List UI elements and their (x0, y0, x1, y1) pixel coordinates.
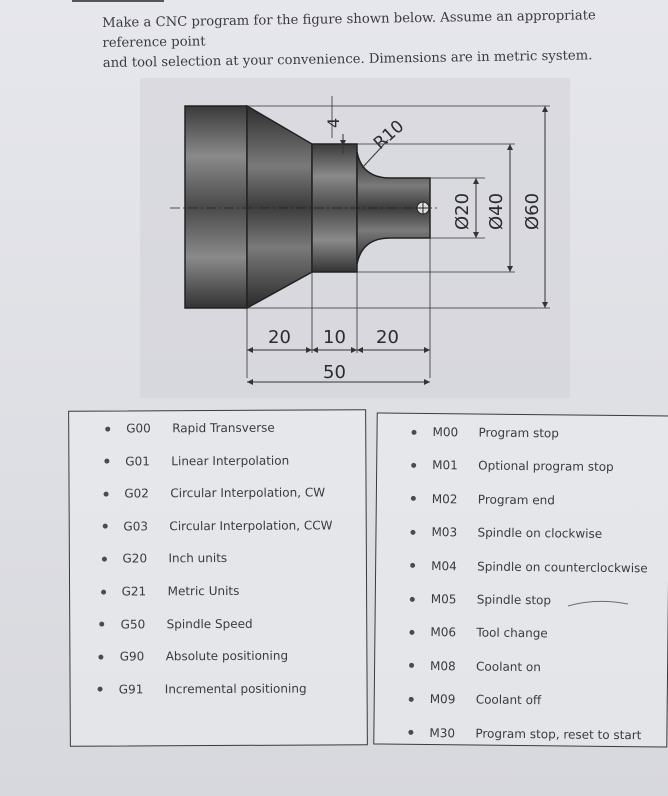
top-rule (72, 0, 164, 2)
g-code-row: G20 Inch units (101, 548, 227, 569)
pen-scribble (567, 600, 629, 607)
code-label: G90 (119, 649, 145, 664)
code-label: G91 (118, 682, 144, 697)
g-code-row: G21 Metric Units (100, 581, 240, 602)
dim-20a-label: 20 (268, 327, 291, 348)
code-label: G03 (123, 519, 149, 534)
bullet-icon (409, 596, 415, 602)
code-description: Absolute positioning (165, 648, 289, 664)
g-code-row: G02 Circular Interpolation, CW (103, 483, 325, 504)
bullet-icon (104, 458, 110, 464)
code-label: M06 (430, 625, 457, 640)
bullet-icon (105, 426, 111, 432)
bullet-icon (409, 629, 415, 635)
code-description: Circular Interpolation, CW (170, 485, 326, 501)
bullet-icon (103, 491, 109, 497)
code-description: Spindle on counterclockwise (477, 559, 648, 575)
code-description: Program end (477, 492, 555, 508)
code-description: Program stop (478, 425, 559, 441)
bullet-icon (408, 696, 414, 702)
r10-leader (361, 139, 389, 169)
stock-cylinder (184, 105, 248, 309)
bullet-icon (98, 654, 104, 660)
code-description: Optional program stop (478, 458, 614, 475)
code-label: G01 (125, 453, 150, 469)
part-drawing-svg: Ø20 Ø40 Ø60 R10 4 20 10 20 50 (140, 78, 570, 398)
code-label: M30 (429, 725, 456, 740)
bullet-icon (408, 729, 414, 735)
m-code-row: M04 Spindle on counterclockwise (410, 555, 648, 577)
code-description: Incremental positioning (164, 681, 307, 697)
m-code-row: M06 Tool change (409, 622, 548, 643)
g-code-row: G91 Incremental positioning (97, 678, 307, 699)
bullet-icon (411, 429, 417, 435)
bullet-icon (410, 529, 416, 535)
bullet-icon (100, 589, 106, 595)
code-label: M03 (431, 525, 458, 540)
dim-50-label: 50 (323, 362, 346, 383)
part-drawing: Ø20 Ø40 Ø60 R10 4 20 10 20 50 (140, 78, 580, 408)
code-description: Coolant on (476, 659, 541, 674)
code-description: Metric Units (167, 583, 240, 599)
bullet-icon (101, 556, 107, 562)
code-label: M05 (430, 592, 457, 607)
code-description: Inch units (168, 551, 228, 566)
code-label: G50 (120, 616, 146, 632)
code-label: M09 (429, 692, 456, 707)
bullet-icon (410, 496, 416, 502)
m-code-row: M30 Program stop, reset to start (408, 722, 641, 744)
problem-statement: Make a CNC program for the figure shown … (102, 5, 663, 74)
code-label: G02 (124, 486, 149, 501)
g-code-row: G50 Spindle Speed (99, 613, 253, 634)
code-label: M00 (432, 425, 459, 440)
code-description: Tool change (476, 625, 548, 641)
bullet-icon (410, 562, 416, 568)
code-label: M02 (431, 491, 458, 507)
code-label: G20 (122, 551, 148, 566)
code-description: Spindle Speed (166, 616, 253, 631)
m-code-row: M09 Coolant off (408, 689, 542, 710)
code-label: G00 (126, 421, 151, 436)
code-description: Circular Interpolation, CCW (169, 518, 333, 534)
bullet-icon (411, 462, 417, 468)
g-code-row: G01 Linear Interpolation (104, 450, 289, 471)
code-label: G21 (121, 584, 147, 599)
dim-d20-label: Ø20 (452, 193, 473, 230)
code-description: Program stop, reset to start (475, 726, 642, 742)
bullet-icon (97, 686, 103, 692)
m-code-row: M05 Spindle stop (409, 589, 552, 610)
g-code-row: G03 Circular Interpolation, CCW (102, 515, 333, 536)
code-label: M01 (432, 458, 458, 473)
m-code-row: M03 Spindle on clockwise (410, 522, 602, 544)
code-description: Linear Interpolation (171, 453, 290, 468)
dim-d40-label: Ø40 (486, 193, 507, 230)
code-label: M08 (430, 658, 456, 674)
dim-20b-label: 20 (376, 327, 399, 348)
g-code-row: G00 Rapid Transverse (105, 418, 275, 439)
bullet-icon (409, 663, 415, 669)
code-description: Coolant off (475, 692, 542, 708)
dim-4-label: 4 (324, 118, 343, 128)
code-description: Spindle on clockwise (477, 525, 603, 542)
dim-d60-label: Ø60 (522, 193, 543, 230)
m-code-row: M08 Coolant on (409, 656, 541, 677)
code-description: Rapid Transverse (172, 420, 275, 436)
code-label: M04 (431, 558, 457, 573)
m-code-row: M01 Optional program stop (411, 455, 614, 477)
m-code-row: M02 Program end (410, 489, 555, 511)
bullet-icon (99, 621, 105, 627)
bullet-icon (102, 523, 108, 529)
dim-10-label: 10 (323, 327, 346, 348)
g-code-row: G90 Absolute positioning (98, 646, 289, 667)
m-code-row: M00 Program stop (411, 422, 559, 444)
code-description: Spindle stop (476, 592, 552, 608)
